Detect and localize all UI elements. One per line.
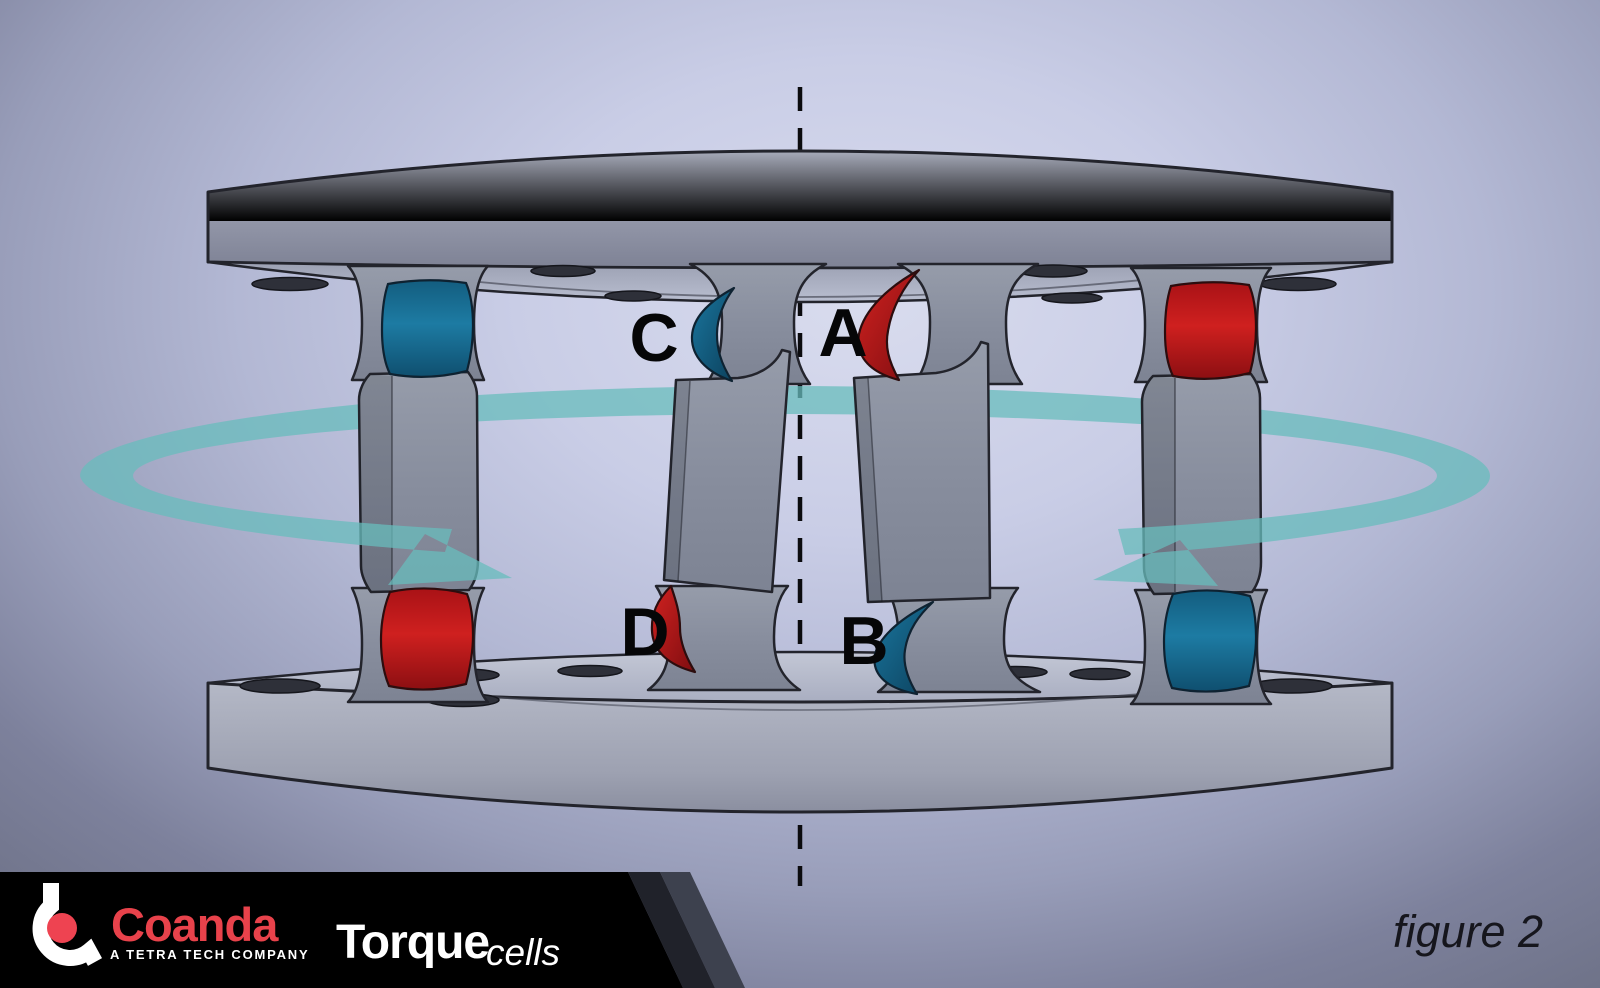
strain-band-red-bottom-left	[379, 587, 475, 691]
brand-company: Coanda	[111, 898, 279, 951]
rotation-arrow-front	[80, 476, 1491, 586]
footer-banner: Coanda A TETRA TECH COMPANY Torque cells	[0, 872, 745, 988]
bottom-flange-side	[206, 681, 1394, 814]
banner-black	[0, 872, 683, 988]
strain-crescent-D-red	[650, 584, 697, 674]
brand-tagline: A TETRA TECH COMPANY	[110, 947, 309, 962]
rotation-arrowhead-left	[80, 476, 512, 585]
coanda-logo-icon	[32, 883, 103, 966]
label-D: D	[620, 594, 669, 670]
strut-center-right	[852, 262, 1042, 696]
strain-crescent-A-red	[857, 268, 921, 382]
strain-band-blue-bottom-right	[1162, 589, 1258, 693]
strain-crescent-B-blue	[873, 600, 935, 696]
figure-caption: figure 2	[1393, 906, 1543, 957]
strut-outer-left	[346, 264, 490, 704]
label-C: C	[629, 300, 678, 376]
brand-product-suffix: cells	[486, 932, 560, 973]
strain-crescent-C-blue	[690, 286, 736, 383]
strut-outer-right	[1129, 266, 1273, 706]
strut-center-left	[646, 262, 828, 692]
strain-band-blue-top-left	[380, 279, 475, 378]
bottom-flange	[206, 650, 1394, 814]
label-B: B	[839, 603, 888, 679]
label-A: A	[818, 295, 867, 371]
brand-product: Torque	[336, 916, 489, 969]
rotation-arrowhead-right	[1093, 476, 1491, 586]
top-flange-side	[206, 149, 1394, 270]
strain-band-red-top-right	[1163, 281, 1258, 380]
